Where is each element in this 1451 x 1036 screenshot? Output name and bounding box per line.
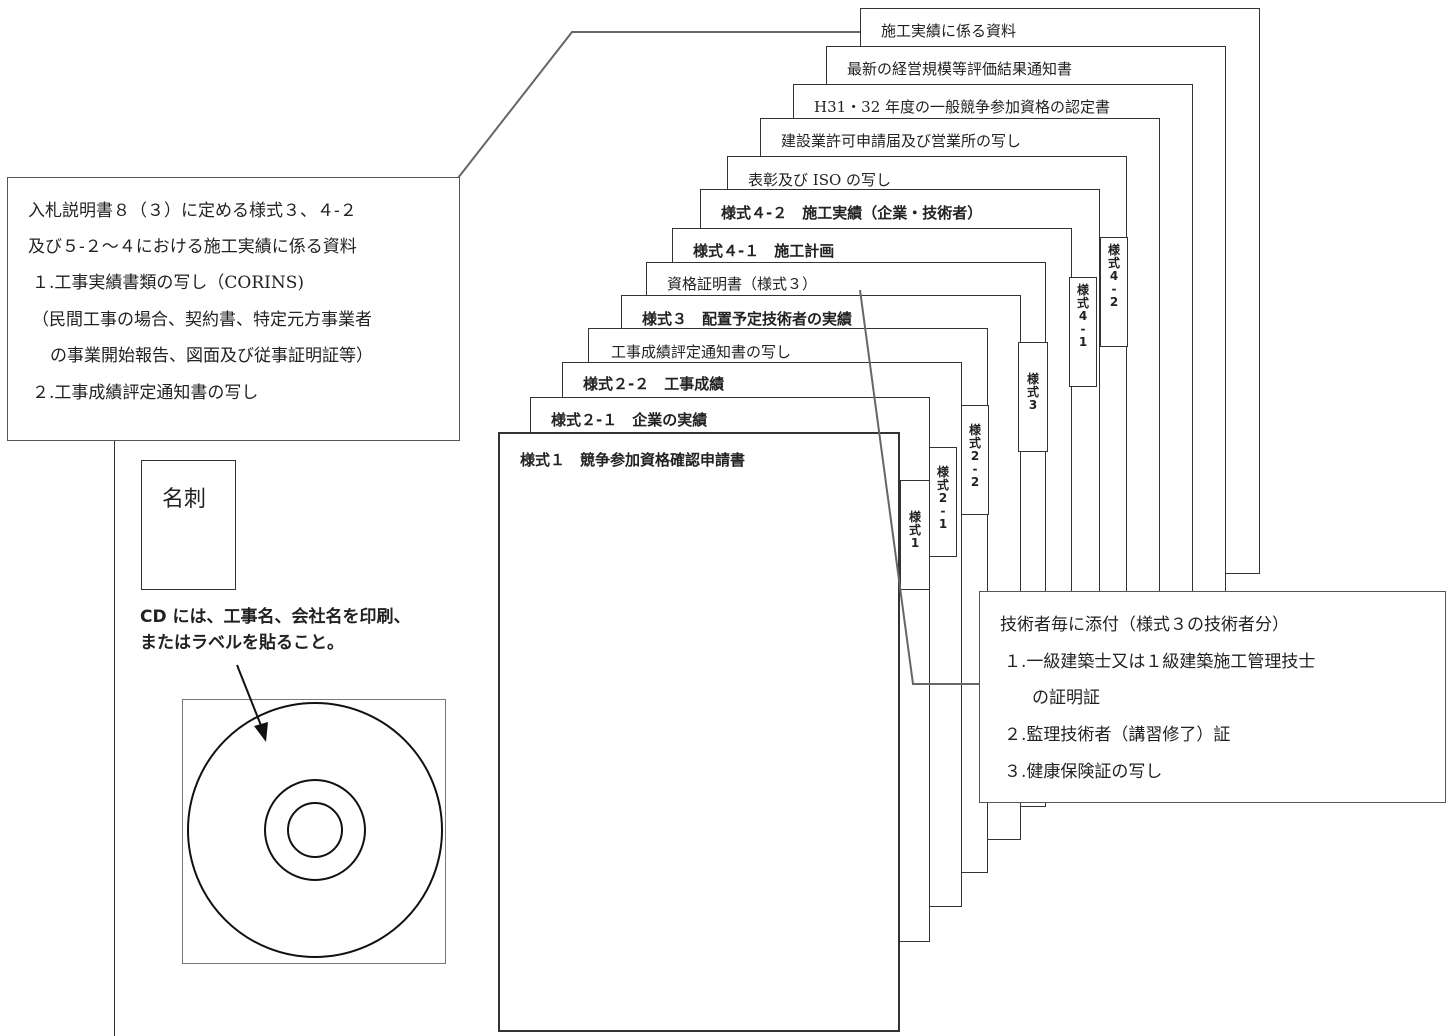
sheet-title: 最新の経営規模等評価結果通知書 xyxy=(847,60,1073,78)
leader-line-left xyxy=(457,31,860,179)
sheet-title: 様式３ 配置予定技術者の実績 xyxy=(642,310,853,328)
callout-line: ２.工事成績評定通知書の写し xyxy=(32,383,259,403)
sheet-title: H31・32 年度の一般競争参加資格の認定書 xyxy=(814,98,1111,116)
callout-line: 及び５-２～４における施工実績に係る資料 xyxy=(28,237,357,257)
business-card-label: 名刺 xyxy=(162,487,207,512)
sheet-title: 様式１ 競争参加資格確認申請書 xyxy=(520,451,746,469)
callout-engineer-attachments: 技術者毎に添付（様式３の技術者分） １.一級建築士又は１級建築施工管理技士 の証… xyxy=(979,591,1446,803)
sheet-title: 施工実績に係る資料 xyxy=(881,22,1017,40)
callout-line: の事業開始報告、図面及び従事証明証等） xyxy=(50,346,373,366)
sheet-title: 資格証明書（様式３） xyxy=(667,275,818,293)
callout-line: （民間工事の場合、契約書、特定元方事業者 xyxy=(32,310,372,330)
callout-line: 入札説明書８（３）に定める様式３、４-２ xyxy=(28,201,357,221)
cd-note: CD には、工事名、会社名を印刷、 またはラベルを貼ること。 xyxy=(140,604,411,656)
diagram-lines xyxy=(187,31,980,958)
leader-line-right xyxy=(859,289,980,685)
sheet-title: 建設業許可申請届及び営業所の写し xyxy=(781,132,1022,150)
callout-line: １.一級建築士又は１級建築施工管理技士 xyxy=(1004,652,1316,672)
callout-construction-records: 入札説明書８（３）に定める様式３、４-２ 及び５-２～４における施工実績に係る資… xyxy=(7,177,460,441)
cd-note-line: またはラベルを貼ること。 xyxy=(140,633,344,653)
sheet-title: 様式４-１ 施工計画 xyxy=(693,242,835,260)
sheet-title: 様式４-２ 施工実績（企業・技術者） xyxy=(721,204,983,222)
sheet-title: 工事成績評定通知書の写し xyxy=(611,343,792,361)
business-card: 名刺 xyxy=(141,460,236,590)
sheet-title: 表彰及び ISO の写し xyxy=(748,171,892,189)
cd-note-line: CD には、工事名、会社名を印刷、 xyxy=(140,607,411,627)
callout-line: 技術者毎に添付（様式３の技術者分） xyxy=(1000,615,1289,635)
folder-back xyxy=(114,436,504,1036)
sheet-form-1: 様式１ 競争参加資格確認申請書 xyxy=(498,432,900,1032)
sheet-title: 様式２-１ 企業の実績 xyxy=(551,411,708,429)
arrow-icon xyxy=(236,664,268,742)
cd-disc-icon xyxy=(187,702,443,958)
sheet-title: 様式２-２ 工事成績 xyxy=(583,375,725,393)
callout-line: ３.健康保険証の写し xyxy=(1004,762,1163,782)
callout-line: １.工事実績書類の写し（CORINS) xyxy=(32,273,305,293)
callout-line: ２.監理技術者（講習修了）証 xyxy=(1004,725,1231,745)
callout-line: の証明証 xyxy=(1032,688,1100,708)
cd-case xyxy=(182,699,446,964)
